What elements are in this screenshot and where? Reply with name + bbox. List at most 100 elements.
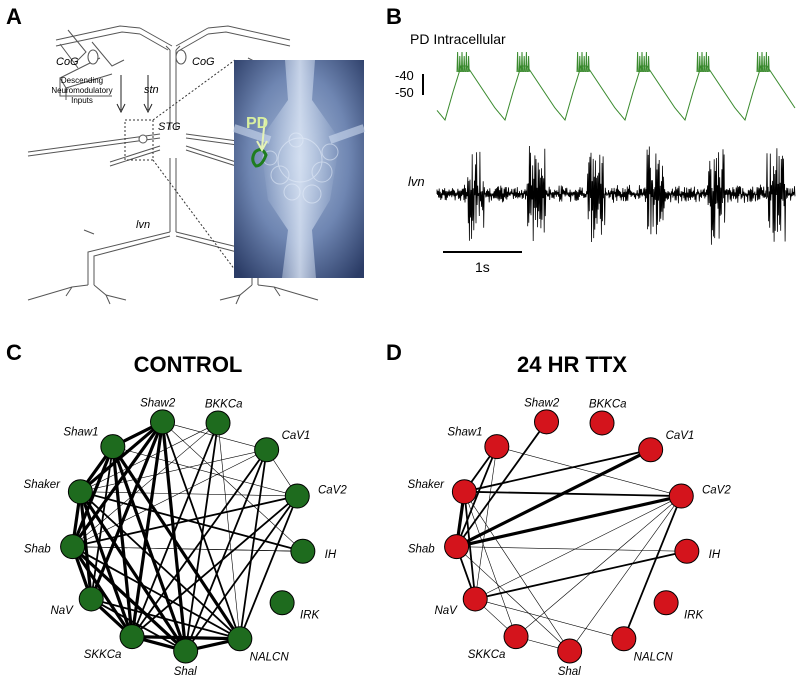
time-scale-label: 1s xyxy=(475,259,490,275)
ttx-label-NaV: NaV xyxy=(434,605,458,617)
control-node-Shaw1 xyxy=(100,434,126,460)
panel-a: A xyxy=(6,4,366,305)
control-edge-Shaw2-Shal xyxy=(160,421,188,652)
ttx-label-CaV2: CaV2 xyxy=(702,484,731,496)
ttx-edge-Shaw1-NaV xyxy=(474,446,498,600)
panel-b: B PD Intracellular -40 -50 lvn 1s xyxy=(386,4,796,275)
ttx-label-Shaw1: Shaw1 xyxy=(447,426,482,438)
ttx-node-IH xyxy=(674,538,700,564)
panel-c-letter: C xyxy=(6,340,22,365)
ttx-edge-Shal-CaV2 xyxy=(569,495,682,652)
control-node-CaV1 xyxy=(254,437,280,463)
control-edge-Shal-BKKCa xyxy=(184,422,219,652)
control-edge-Shaw2-CaV1 xyxy=(162,421,267,451)
control-label-CaV2: CaV2 xyxy=(318,484,347,496)
ttx-node-BKKCa xyxy=(589,410,615,436)
ttx-edge-Shaw2-Shab xyxy=(455,421,548,548)
control-edge-SKKCa-CaV1 xyxy=(131,449,268,638)
panel-c: C CONTROL BKKCaCaV1CaV2IHIRKNALCNShalSKK… xyxy=(6,340,347,678)
ttx-edge-Shaker-CaV2 xyxy=(464,490,682,497)
descending-label-3: Inputs xyxy=(71,96,93,105)
control-edge-CaV2-Shaker xyxy=(80,491,298,497)
ttx-edge-Shab-IH xyxy=(456,546,687,552)
control-edge-BKKCa-Shab xyxy=(72,422,219,547)
control-edge-NALCN-CaV2 xyxy=(238,495,299,640)
cog-right-ganglion xyxy=(175,49,187,65)
control-edge-Shaker-NaV xyxy=(78,491,93,600)
ttx-network: BKKCaCaV1CaV2IHIRKNALCNShalSKKCaNaVShabS… xyxy=(408,397,732,678)
panel-d-letter: D xyxy=(386,340,402,365)
ttx-edge-Shab-Shal xyxy=(456,546,570,652)
control-label-NALCN: NALCN xyxy=(250,652,290,664)
ttx-node-Shab xyxy=(444,534,470,560)
control-edge-Shaw1-SKKCa xyxy=(111,446,134,637)
control-network: BKKCaCaV1CaV2IHIRKNALCNShalSKKCaNaVShabS… xyxy=(24,397,348,678)
control-edge-Shab-CaV2 xyxy=(72,495,298,548)
cog-left-label: CoG xyxy=(56,56,79,68)
descending-label-1: Descending xyxy=(61,76,103,85)
ttx-edge-Shaw1-Shab xyxy=(455,446,498,547)
control-label-IRK: IRK xyxy=(300,609,321,621)
ttx-edge-Shaker-NaV xyxy=(463,491,477,600)
control-node-CaV2 xyxy=(284,483,310,509)
control-node-Shab xyxy=(60,534,86,560)
control-edge-Shaw1-CaV2 xyxy=(112,446,298,497)
ttx-node-Shaw1 xyxy=(484,434,510,460)
control-node-NALCN xyxy=(227,626,253,652)
control-edge-Shal-CaV1 xyxy=(184,449,268,652)
ttx-node-CaV1 xyxy=(638,437,664,463)
ttx-label-IRK: IRK xyxy=(684,609,705,621)
voltage-scale-top: -40 xyxy=(395,68,414,83)
lvn-extracellular-trace xyxy=(436,145,796,245)
ttx-node-SKKCa xyxy=(503,624,529,650)
control-edge-Shaker-Shal xyxy=(79,490,187,652)
ttx-title: 24 HR TTX xyxy=(517,352,627,377)
control-label-SKKCa: SKKCa xyxy=(84,649,122,661)
ttx-edge-Shab-CaV1 xyxy=(455,448,652,549)
stn-label: stn xyxy=(144,84,159,96)
control-edge-Shaw2-Shaker xyxy=(79,420,164,493)
descending-arrow-right xyxy=(143,75,153,114)
control-title: CONTROL xyxy=(134,352,243,377)
ttx-label-Shab: Shab xyxy=(408,544,435,556)
ttx-edge-CaV1-Shaker xyxy=(464,448,651,493)
control-node-Shaker xyxy=(67,479,93,505)
control-edge-Shaker-CaV1 xyxy=(80,449,267,492)
pd-intracellular-title: PD Intracellular xyxy=(410,31,506,47)
ttx-node-Shaker xyxy=(451,479,477,505)
stg-micrograph: PD xyxy=(232,60,366,278)
panel-a-letter: A xyxy=(6,4,22,29)
control-edge-Shaw1-Shab xyxy=(71,446,115,548)
control-node-Shaw2 xyxy=(150,409,176,435)
pd-intracellular-trace xyxy=(436,51,796,122)
control-node-NaV xyxy=(78,586,104,612)
control-edge-Shab-SKKCa xyxy=(71,545,134,638)
control-edge-Shaker-SKKCa xyxy=(78,491,134,638)
ttx-edge-Shab-CaV2 xyxy=(456,494,682,549)
control-edge-Shaw1-Shal xyxy=(111,446,188,652)
control-node-IRK xyxy=(269,590,295,616)
ttx-label-SKKCa: SKKCa xyxy=(468,649,506,661)
control-edge-Shaw1-NALCN xyxy=(111,445,242,640)
cog-right-label: CoG xyxy=(192,56,215,68)
control-edge-NALCN-BKKCa xyxy=(217,422,241,639)
ttx-edge-SKKCa-CaV2 xyxy=(515,495,682,637)
control-label-Shal: Shal xyxy=(174,666,197,678)
ttx-label-Shal: Shal xyxy=(558,666,581,678)
control-edge-Shaker-IH xyxy=(80,490,304,553)
control-edge-Shal-CaV2 xyxy=(184,495,298,652)
ttx-label-IH: IH xyxy=(709,549,721,561)
ttx-edge-Shal-Shaker xyxy=(464,491,570,652)
control-edge-Shaw2-NaV xyxy=(89,421,164,600)
ttx-label-Shaw2: Shaw2 xyxy=(524,397,560,409)
ttx-node-CaV2 xyxy=(668,483,694,509)
voltage-scale-bottom: -50 xyxy=(395,85,414,100)
control-node-BKKCa xyxy=(205,410,231,436)
ttx-edge-NALCN-CaV2 xyxy=(622,495,683,640)
stg-ganglion xyxy=(138,134,148,144)
control-label-Shaw2: Shaw2 xyxy=(140,397,176,409)
descending-arrow-left xyxy=(116,75,126,114)
control-edge-BKKCa-Shaker xyxy=(80,422,219,492)
control-edge-NaV-NALCN xyxy=(90,598,241,640)
